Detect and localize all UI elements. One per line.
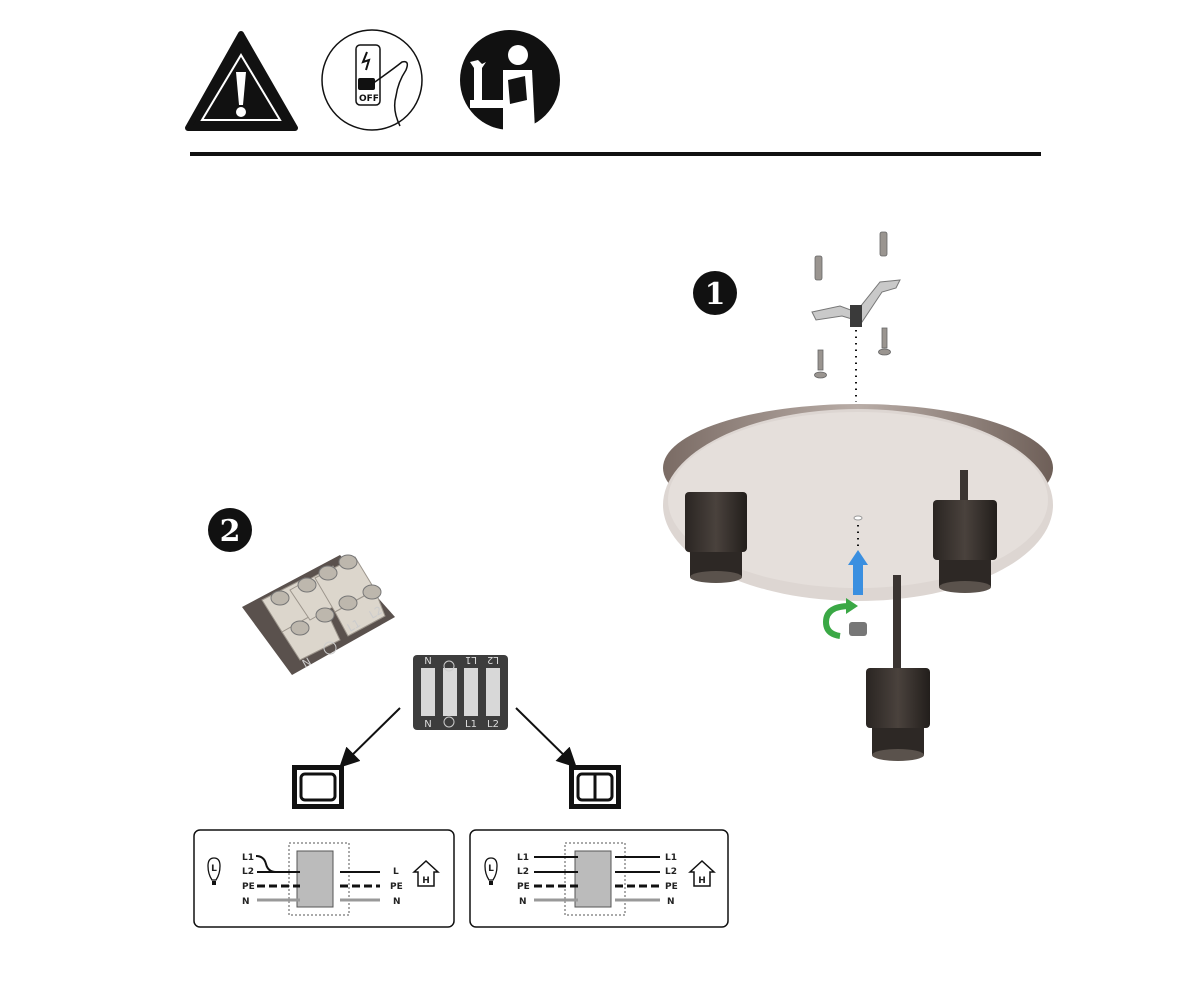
lamp-icon: L: [484, 857, 498, 885]
step-2-badge: 2: [208, 508, 252, 552]
lamp-socket-right: [933, 470, 997, 593]
terminal-block-photo: N L1 L2: [242, 554, 395, 675]
label-pe: PE: [242, 882, 255, 892]
double-switch-icon: [569, 765, 621, 809]
label-l1: L1: [242, 853, 254, 863]
photo-label-l2: L2: [367, 604, 385, 622]
label-pe-right: PE: [390, 882, 403, 892]
label-n-right: N: [393, 897, 401, 907]
wiring-diagram-single: L H L1 L2 PE N L PE N: [193, 829, 455, 928]
label-pe: PE: [517, 882, 530, 892]
lamp-socket-pendant: [866, 575, 930, 761]
schematic-top-l2: L2: [487, 654, 499, 665]
schematic-top-n: N: [424, 654, 431, 665]
center-hole: [853, 515, 863, 521]
finial-nut: [849, 622, 867, 636]
lamp-socket-left: [685, 492, 747, 583]
house-symbol: H: [698, 876, 706, 886]
step-2-number: 2: [220, 514, 241, 549]
lamp-icon: L: [207, 857, 221, 885]
step-1-number: 1: [705, 277, 726, 312]
schematic-bottom-n: N: [424, 719, 431, 730]
wiring-diagram-double: L H L1 L2 PE N L1 L2 PE N: [469, 829, 729, 928]
header-divider: [190, 152, 1041, 156]
schematic-bottom-l1: L1: [465, 719, 477, 730]
rotate-arrow-icon: [822, 603, 851, 639]
label-pe-right: PE: [665, 882, 678, 892]
label-l1: L1: [517, 853, 529, 863]
arrow-to-double-switch: [515, 707, 577, 768]
lamp-symbol: L: [211, 864, 217, 874]
label-n: N: [519, 897, 527, 907]
power-off-icon: OFF: [321, 29, 423, 131]
screws: [814, 231, 891, 379]
arrow-to-single-switch: [339, 707, 401, 768]
label-n-right: N: [667, 897, 675, 907]
schematic-top-l1: L1: [465, 654, 477, 665]
mounting-bracket: [811, 279, 901, 327]
terminal-block-schematic: N L1 L2 N L1 L2: [413, 654, 508, 730]
read-manual-icon: [460, 30, 560, 130]
ceiling-canopy: [663, 404, 1053, 601]
single-switch-icon: [292, 765, 344, 809]
schematic-bottom-l2: L2: [487, 719, 499, 730]
label-l2: L2: [517, 867, 529, 877]
warning-icon: [185, 31, 298, 131]
label-l: L: [393, 867, 399, 877]
label-n: N: [242, 897, 250, 907]
label-l2: L2: [242, 867, 254, 877]
label-l1-right: L1: [665, 853, 677, 863]
lift-arrow-icon: [848, 550, 868, 595]
house-icon: H: [688, 859, 716, 887]
step-1-badge: 1: [693, 271, 737, 315]
house-icon: H: [412, 859, 440, 887]
lamp-symbol: L: [488, 864, 494, 874]
off-label: OFF: [359, 94, 379, 104]
house-symbol: H: [422, 876, 430, 886]
photo-label-l1: L1: [345, 617, 363, 635]
label-l2-right: L2: [665, 867, 677, 877]
